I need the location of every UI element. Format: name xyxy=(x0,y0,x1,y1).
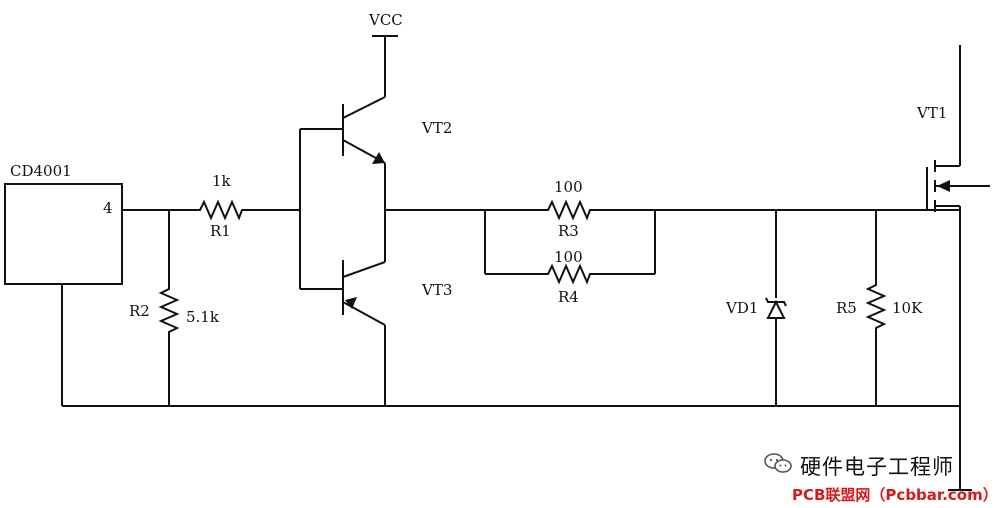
watermark-title: 硬件电子工程师 xyxy=(800,455,954,479)
vt1-label: VT1 xyxy=(916,104,947,122)
resistor-r1 xyxy=(195,199,245,221)
vcc-label: VCC xyxy=(368,11,403,29)
vt3-emitter xyxy=(342,261,386,278)
vt2-label: VT2 xyxy=(421,119,452,137)
r5-ref: R5 xyxy=(836,299,857,317)
cd4001-block xyxy=(4,183,123,285)
r3-ref: R3 xyxy=(558,222,579,240)
resistor-r3 xyxy=(544,199,594,221)
vt2-emitter-arrow xyxy=(372,152,385,164)
resistor-r2 xyxy=(158,285,180,336)
r3-value: 100 xyxy=(554,178,583,196)
resistor-r4 xyxy=(544,263,594,285)
r5-value: 10K xyxy=(892,299,923,317)
pin-4-label: 4 xyxy=(103,199,113,217)
vt3-label: VT3 xyxy=(421,281,452,299)
zener-diode xyxy=(766,299,786,319)
vt1-body-arrow xyxy=(937,180,950,192)
r2-value: 5.1k xyxy=(186,308,220,326)
resistor-r5 xyxy=(865,281,887,332)
r4-ref: R4 xyxy=(558,288,579,306)
vt3-arrow xyxy=(345,297,357,309)
zener-bar xyxy=(765,297,787,307)
wechat-icon xyxy=(764,453,792,473)
vt2-collector xyxy=(342,96,386,119)
vd1-label: VD1 xyxy=(725,299,758,317)
cd4001-label: CD4001 xyxy=(10,162,72,180)
r1-ref: R1 xyxy=(210,222,231,240)
watermark-site: PCB联盟网（Pcbbar.com） xyxy=(792,486,996,504)
r4-value: 100 xyxy=(554,248,583,266)
r2-ref: R2 xyxy=(129,302,150,320)
r1-value: 1k xyxy=(212,172,232,190)
